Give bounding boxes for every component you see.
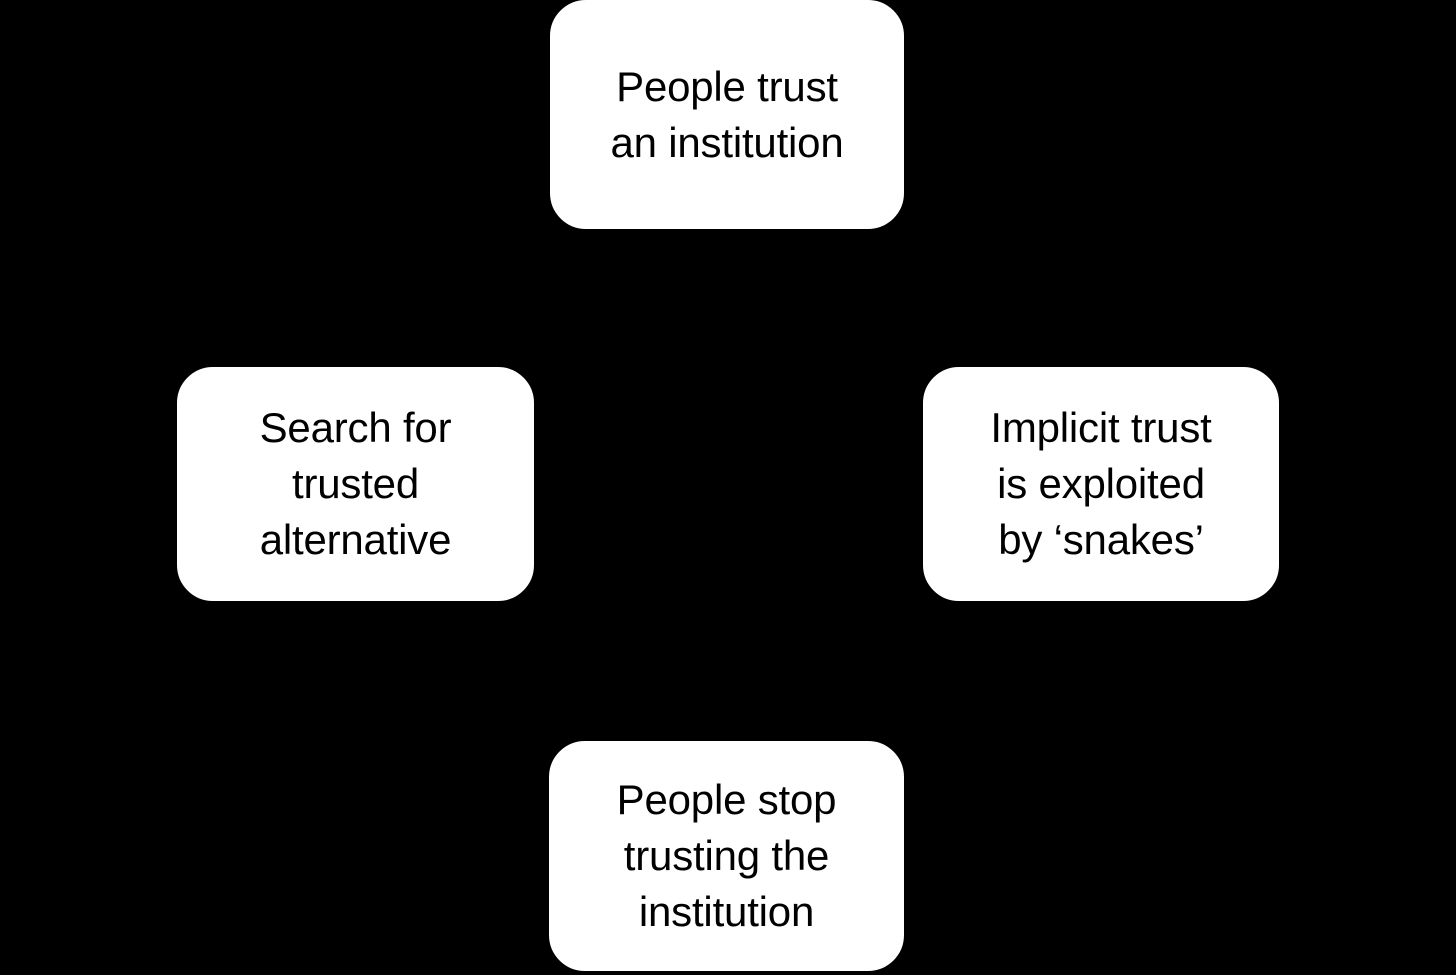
diagram-node-people-stop-trusting[interactable]: People stop trusting the institution	[549, 741, 904, 971]
diagram-node-implicit-trust-is-exploited[interactable]: Implicit trust is exploited by ‘snakes’	[923, 367, 1279, 601]
diagram-node-people-trust-an-institution[interactable]: People trust an institution	[550, 0, 904, 229]
diagram-node-search-for-trusted-alternative[interactable]: Search for trusted alternative	[177, 367, 534, 601]
